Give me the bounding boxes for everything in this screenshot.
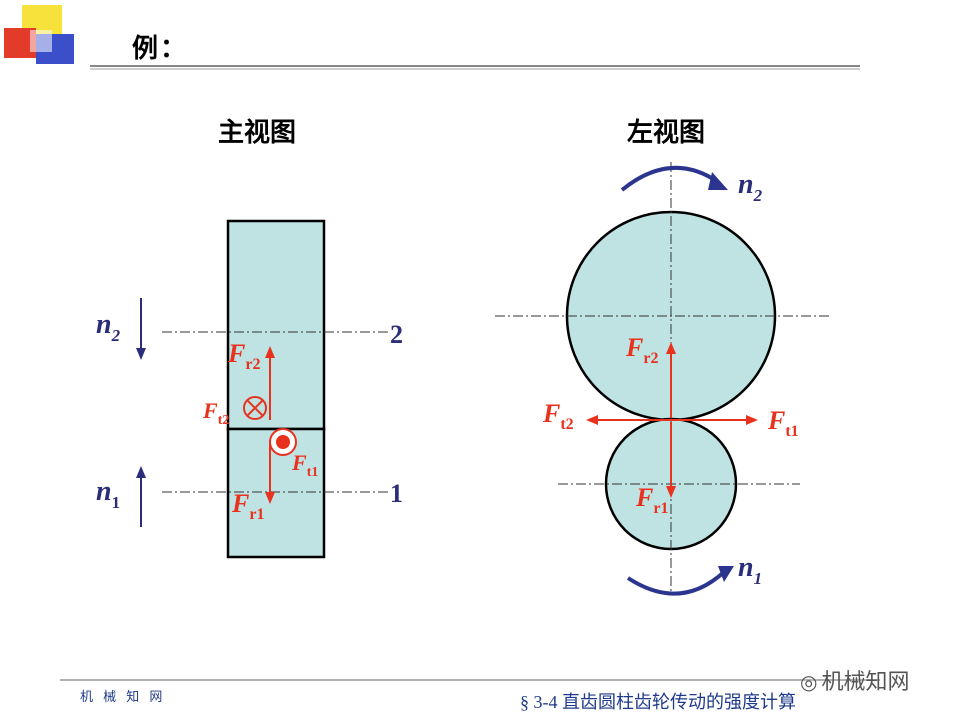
wechat-icon: ◎ <box>800 670 818 694</box>
n2-rotation-arrow-head <box>708 172 728 190</box>
left-ft2-arrow-head <box>586 415 598 425</box>
left-fr1-arrow-head <box>666 486 676 498</box>
left-ft1-arrow-head <box>746 415 758 425</box>
slide-title: 例： <box>132 34 189 64</box>
main-n2-label: n2 <box>96 309 121 345</box>
n1-arrow-head <box>136 466 146 478</box>
n2-arrow-head <box>136 348 146 360</box>
gear2-number: 2 <box>390 320 403 349</box>
ft1-out-of-page-icon <box>269 428 297 456</box>
ft2-into-page-icon <box>243 396 267 420</box>
n1-rotation-arc <box>626 570 726 596</box>
n1-rotation-arrow-head <box>718 566 734 582</box>
left-view-diagram <box>495 162 830 596</box>
logo-squares <box>4 5 74 64</box>
footer-section-title: § 3-4 直齿圆柱齿轮传动的强度计算 <box>520 692 796 712</box>
main-ft1-label: Ft1 <box>291 450 318 480</box>
watermark-text: 机械知网 <box>821 670 910 695</box>
left-fr1-label: Fr1 <box>635 483 668 517</box>
gear1-number: 1 <box>390 479 403 508</box>
left-ft2-label: Ft2 <box>542 399 574 433</box>
main-ft2-label: Ft2 <box>202 398 229 428</box>
watermark: ◎机械知网 <box>800 664 909 696</box>
gear2-front-rect <box>226 219 326 431</box>
left-n1-label: n1 <box>738 552 762 588</box>
left-view-title: 左视图 <box>627 118 706 148</box>
main-view-diagram <box>136 219 388 559</box>
main-fr2-label: Fr2 <box>227 339 260 373</box>
left-fr2-arrow-head <box>666 342 676 354</box>
left-n2-label: n2 <box>738 169 763 205</box>
main-view-title: 主视图 <box>218 118 297 148</box>
left-fr2-label: Fr2 <box>625 333 658 367</box>
footer-left-text: 机 械 知 网 <box>80 690 166 705</box>
n2-rotation-arc <box>620 165 720 192</box>
left-ft1-label: Ft1 <box>767 406 799 440</box>
main-fr1-arrow-head <box>265 492 275 504</box>
main-n1-label: n1 <box>96 476 120 512</box>
main-fr1-label: Fr1 <box>231 489 264 523</box>
main-fr2-arrow-head <box>265 346 275 358</box>
